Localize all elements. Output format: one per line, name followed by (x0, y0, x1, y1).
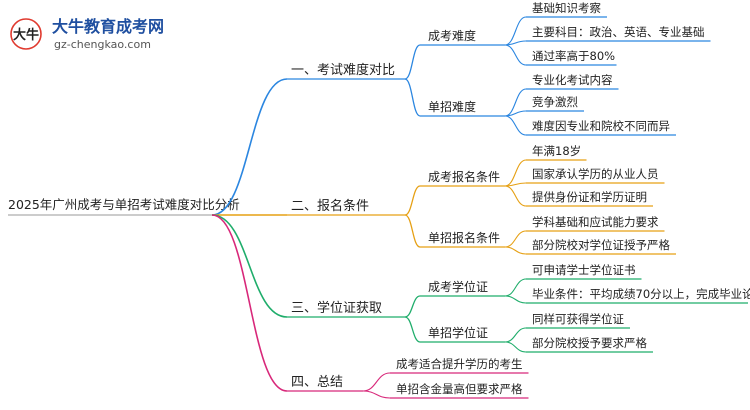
sub-connector (404, 316, 421, 343)
brand-logo-icon (10, 18, 42, 50)
leaf-connector (504, 230, 527, 248)
leaf-connector (504, 88, 527, 117)
leaf-label: 国家承认学历的从业人员 (532, 167, 659, 181)
leaf-connector (504, 16, 527, 46)
branch-label: 四、总结 (291, 375, 343, 390)
leaf-label: 主要科目：政治、英语、专业基础 (532, 25, 705, 39)
branch-label: 三、学位证获取 (291, 300, 382, 316)
branch-connector (211, 214, 288, 318)
nodes-layer: 一、考试难度对比 成考难度 基础知识考察主要科目：政治、英语、专业基础通过率高于80… (287, 1, 750, 399)
sub-connector (404, 44, 421, 80)
branch-connector (211, 78, 288, 216)
leaf-connector (504, 278, 527, 297)
sub-topic-label: 成考报名条件 (428, 169, 500, 184)
leaf-label: 单招含金量高但要求严格 (396, 382, 523, 396)
leaf-label: 成考适合提升学历的考生 (396, 357, 523, 371)
leaf-connector (504, 246, 527, 255)
leaf-label: 专业化考试内容 (532, 73, 613, 87)
leaf-label: 提供身份证和学历证明 (532, 190, 647, 204)
sub-connector (404, 214, 421, 248)
leaf-connector (504, 44, 527, 66)
leaf-connector (362, 372, 391, 392)
sub-topic-label: 单招学位证 (428, 325, 488, 340)
edges-layer (211, 16, 527, 399)
sub-topic-label: 成考难度 (428, 28, 476, 43)
leaf-connector (504, 40, 527, 46)
leaf-label: 年满18岁 (532, 144, 581, 158)
brand-url: gz-chengkao.com (54, 38, 151, 51)
branch-label: 二、报名条件 (291, 198, 369, 214)
sub-topic-label: 单招报名条件 (428, 230, 500, 245)
sub-connector (404, 78, 421, 117)
brand-title: 大牛教育成考网 (52, 17, 164, 36)
leaf-label: 部分院校授予要求严格 (532, 336, 647, 350)
leaf-connector (504, 327, 527, 343)
brand-header: 大牛 大牛教育成考网 gz-chengkao.com (10, 17, 164, 51)
sub-connector (404, 295, 421, 318)
branch-connector (211, 214, 288, 392)
leaf-label: 毕业条件：平均成绩70分以上，完成毕业论文 (532, 287, 750, 301)
brand-logo-text: 大牛 (13, 27, 39, 43)
leaf-label: 通过率高于80% (532, 49, 615, 63)
leaf-label: 竞争激烈 (532, 95, 578, 109)
leaf-label: 难度因专业和院校不同而异 (532, 119, 670, 133)
leaf-connector (504, 295, 527, 304)
leaf-label: 同样可获得学位证 (532, 312, 624, 326)
leaf-label: 部分院校对学位证授予严格 (532, 238, 670, 252)
leaf-label: 基础知识考察 (532, 1, 601, 15)
leaf-connector (504, 110, 527, 117)
sub-topic-label: 单招难度 (428, 99, 476, 114)
root-topic: 2025年广州成考与单招考试难度对比分析 (8, 197, 240, 212)
sub-connector (404, 185, 421, 216)
leaf-label: 可申请学士学位证书 (532, 263, 636, 277)
sub-topic-label: 成考学位证 (428, 279, 488, 294)
leaf-label: 学科基础和应试能力要求 (532, 215, 659, 229)
leaf-connector (504, 185, 527, 207)
leaf-connector (504, 341, 527, 353)
branch-label: 一、考试难度对比 (291, 62, 395, 78)
leaf-connector (504, 115, 527, 136)
leaf-connector (504, 159, 527, 187)
leaf-connector (362, 390, 391, 399)
